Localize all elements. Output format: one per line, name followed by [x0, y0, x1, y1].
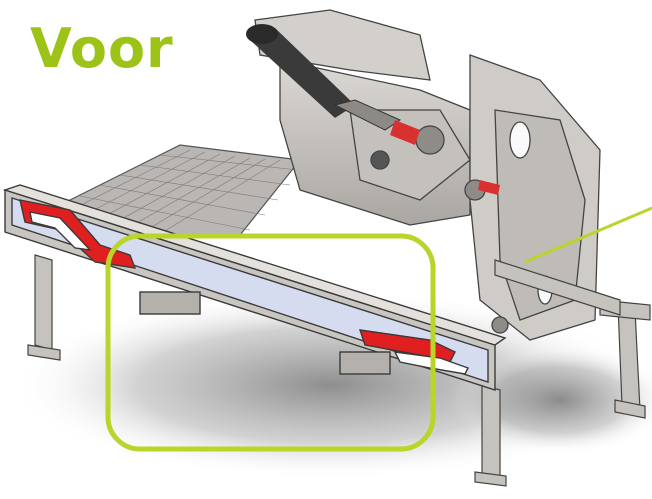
highlight-frame: [105, 233, 436, 452]
hydraulic-cylinder: [246, 24, 402, 131]
support-legs: [27, 254, 651, 487]
leader-line: [524, 206, 652, 264]
hazard-marking: [478, 180, 500, 195]
hazard-marking: [390, 120, 420, 145]
title: Voor: [30, 17, 174, 80]
